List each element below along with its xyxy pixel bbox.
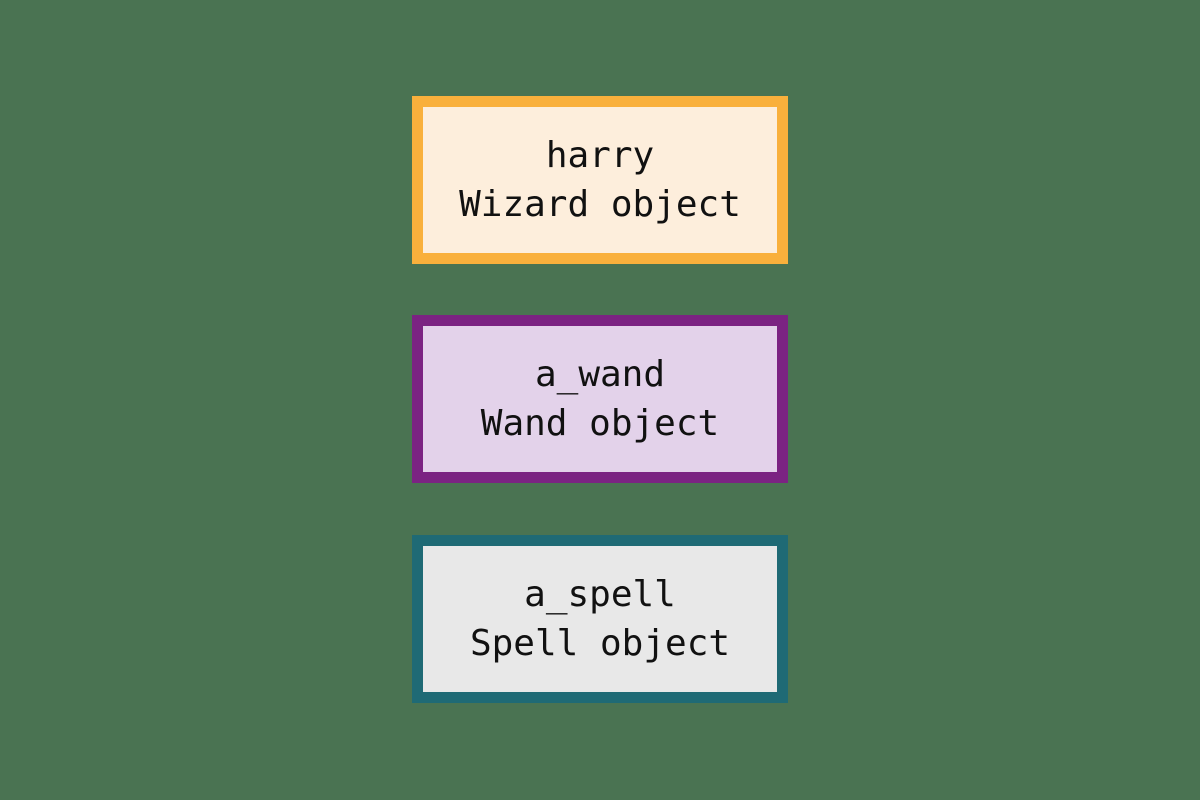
- object-box-harry[interactable]: harry Wizard object: [412, 96, 788, 264]
- object-box-harry-body: harry Wizard object: [423, 107, 777, 253]
- object-box-a-spell-type: Spell object: [469, 623, 731, 664]
- object-box-harry-name: harry: [545, 135, 655, 176]
- object-box-a-wand-name: a_wand: [534, 354, 666, 395]
- object-box-a-wand-body: a_wand Wand object: [423, 326, 777, 472]
- object-box-a-spell-body: a_spell Spell object: [423, 546, 777, 692]
- object-box-harry-type: Wizard object: [459, 184, 741, 225]
- object-box-a-spell[interactable]: a_spell Spell object: [412, 535, 788, 703]
- object-box-a-wand[interactable]: a_wand Wand object: [412, 315, 788, 483]
- object-box-a-spell-name: a_spell: [524, 574, 676, 615]
- object-box-a-wand-type: Wand object: [480, 403, 720, 444]
